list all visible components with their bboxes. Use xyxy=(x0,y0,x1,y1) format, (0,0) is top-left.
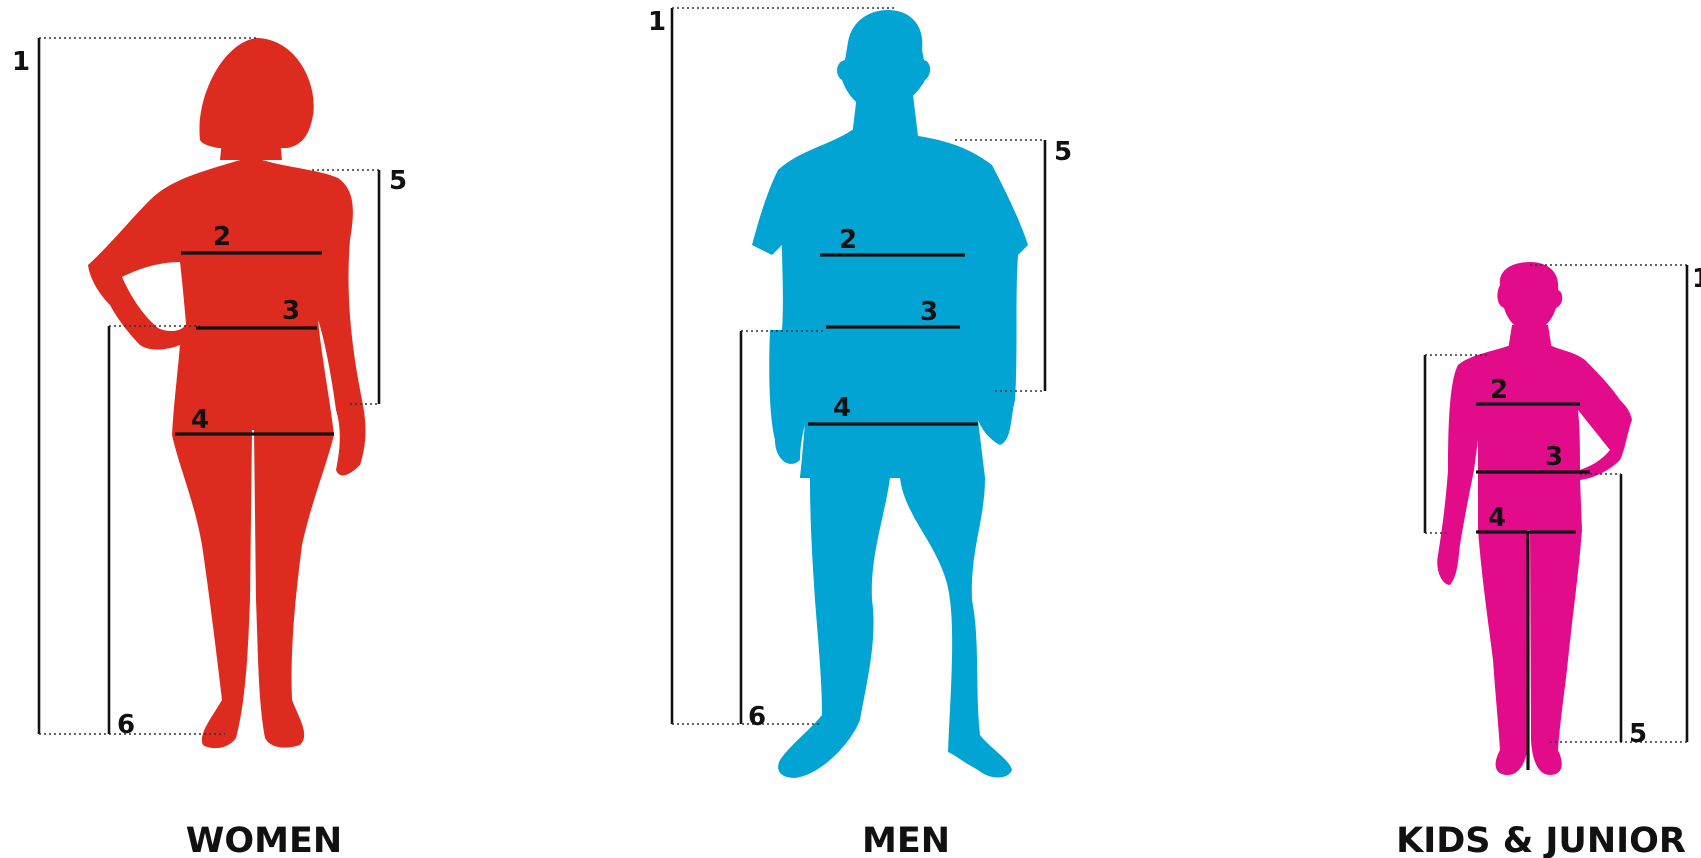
men-marker-arm: 5 xyxy=(1054,137,1072,167)
men-label: MEN xyxy=(862,821,950,858)
women-figure: 1 2 3 4 5 6 WOMEN xyxy=(12,38,407,858)
men-marker-waist: 3 xyxy=(920,297,938,327)
men-marker-height: 1 xyxy=(648,7,666,37)
kids-marker-chest: 2 xyxy=(1490,375,1508,405)
women-marker-hips: 4 xyxy=(191,405,209,435)
woman-silhouette-icon xyxy=(88,38,366,748)
men-marker-hips: 4 xyxy=(833,393,851,423)
women-marker-inseam: 6 xyxy=(117,710,135,740)
child-silhouette-icon xyxy=(1437,262,1632,775)
kids-marker-waist: 3 xyxy=(1545,442,1563,472)
kids-marker-inseam: 5 xyxy=(1629,719,1647,749)
men-figure: 1 2 3 4 5 6 MEN xyxy=(648,7,1072,858)
men-marker-inseam: 6 xyxy=(748,702,766,732)
kids-marker-hips: 4 xyxy=(1488,503,1506,533)
women-marker-height: 1 xyxy=(12,47,30,77)
women-marker-chest: 2 xyxy=(213,222,231,252)
women-marker-arm: 5 xyxy=(389,166,407,196)
women-label: WOMEN xyxy=(186,821,342,858)
women-marker-waist: 3 xyxy=(282,296,300,326)
man-silhouette-icon xyxy=(752,10,1028,778)
kids-figure: 2 3 4 5 1 KIDS & JUNIOR xyxy=(1396,262,1701,858)
kids-marker-height: 1 xyxy=(1692,264,1701,294)
men-marker-chest: 2 xyxy=(839,225,857,255)
kids-label: KIDS & JUNIOR xyxy=(1396,821,1686,858)
